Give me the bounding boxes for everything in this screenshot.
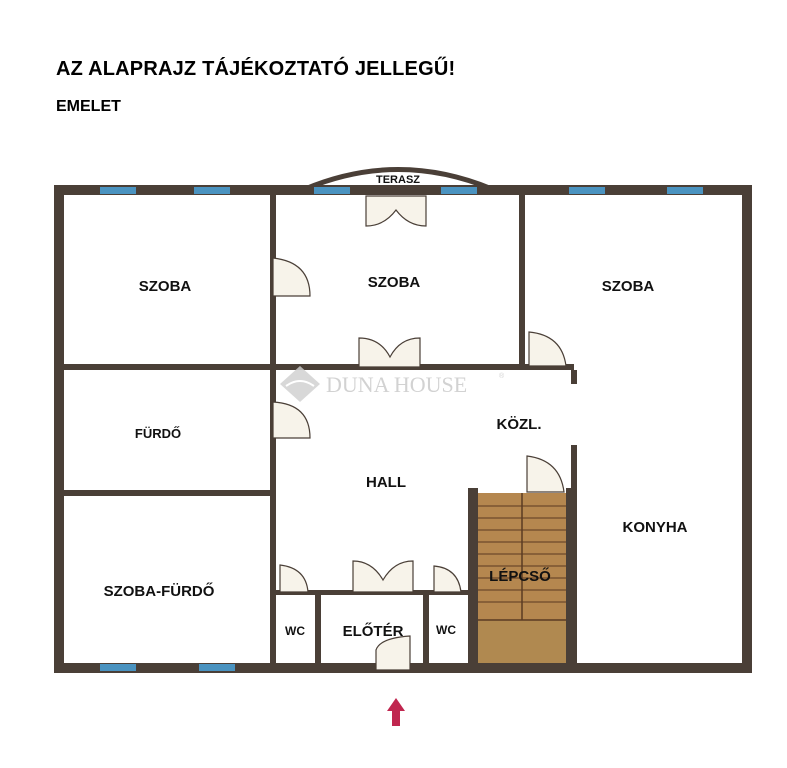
window-icon	[441, 187, 477, 194]
door-icon	[526, 455, 565, 493]
double-door-icon	[352, 560, 414, 593]
window-icon	[314, 187, 350, 194]
double-door-icon	[358, 337, 421, 368]
door-icon	[528, 331, 567, 367]
window-icon	[194, 187, 230, 194]
plan-disclaimer-title: AZ ALAPRAJZ TÁJÉKOZTATÓ JELLEGŰ!	[56, 58, 456, 80]
room-label-szoba-right: SZOBA	[602, 278, 655, 295]
double-door-icon	[365, 195, 427, 227]
svg-text:®: ®	[499, 372, 505, 380]
room-label-wc-left: WC	[285, 624, 305, 638]
room-label-konyha: KONYHA	[622, 519, 687, 536]
room-label-szoba-left: SZOBA	[139, 278, 192, 295]
terrace-arc	[304, 167, 493, 192]
window-icon	[569, 187, 605, 194]
doors	[272, 195, 567, 671]
door-icon	[433, 565, 462, 593]
room-label-szoba-furdo: SZOBA-FÜRDŐ	[104, 582, 215, 600]
room-label-lepcso: LÉPCSŐ	[489, 567, 551, 585]
window-icon	[667, 187, 703, 194]
window-icon	[199, 664, 235, 671]
room-label-wc-right: WC	[436, 623, 456, 637]
windows	[100, 187, 703, 671]
door-icon	[279, 564, 309, 593]
watermark-logo: DUNA HOUSE ®	[280, 366, 505, 402]
door-icon	[272, 401, 311, 439]
room-label-kozl: KÖZL.	[497, 416, 542, 433]
room-label-furdo: FÜRDŐ	[135, 426, 181, 441]
floor-label: EMELET	[56, 98, 121, 115]
room-label-eloter: ELŐTÉR	[343, 622, 404, 640]
room-label-hall: HALL	[366, 474, 406, 491]
room-label-szoba-middle: SZOBA	[368, 274, 421, 291]
entrance-arrow-icon	[387, 698, 405, 726]
door-icon	[272, 257, 311, 297]
watermark-text: DUNA HOUSE	[326, 372, 467, 397]
window-icon	[100, 187, 136, 194]
room-label-terasz: TERASZ	[376, 174, 420, 186]
window-icon	[100, 664, 136, 671]
staircase	[478, 493, 566, 663]
entrance-door-icon	[375, 635, 411, 671]
